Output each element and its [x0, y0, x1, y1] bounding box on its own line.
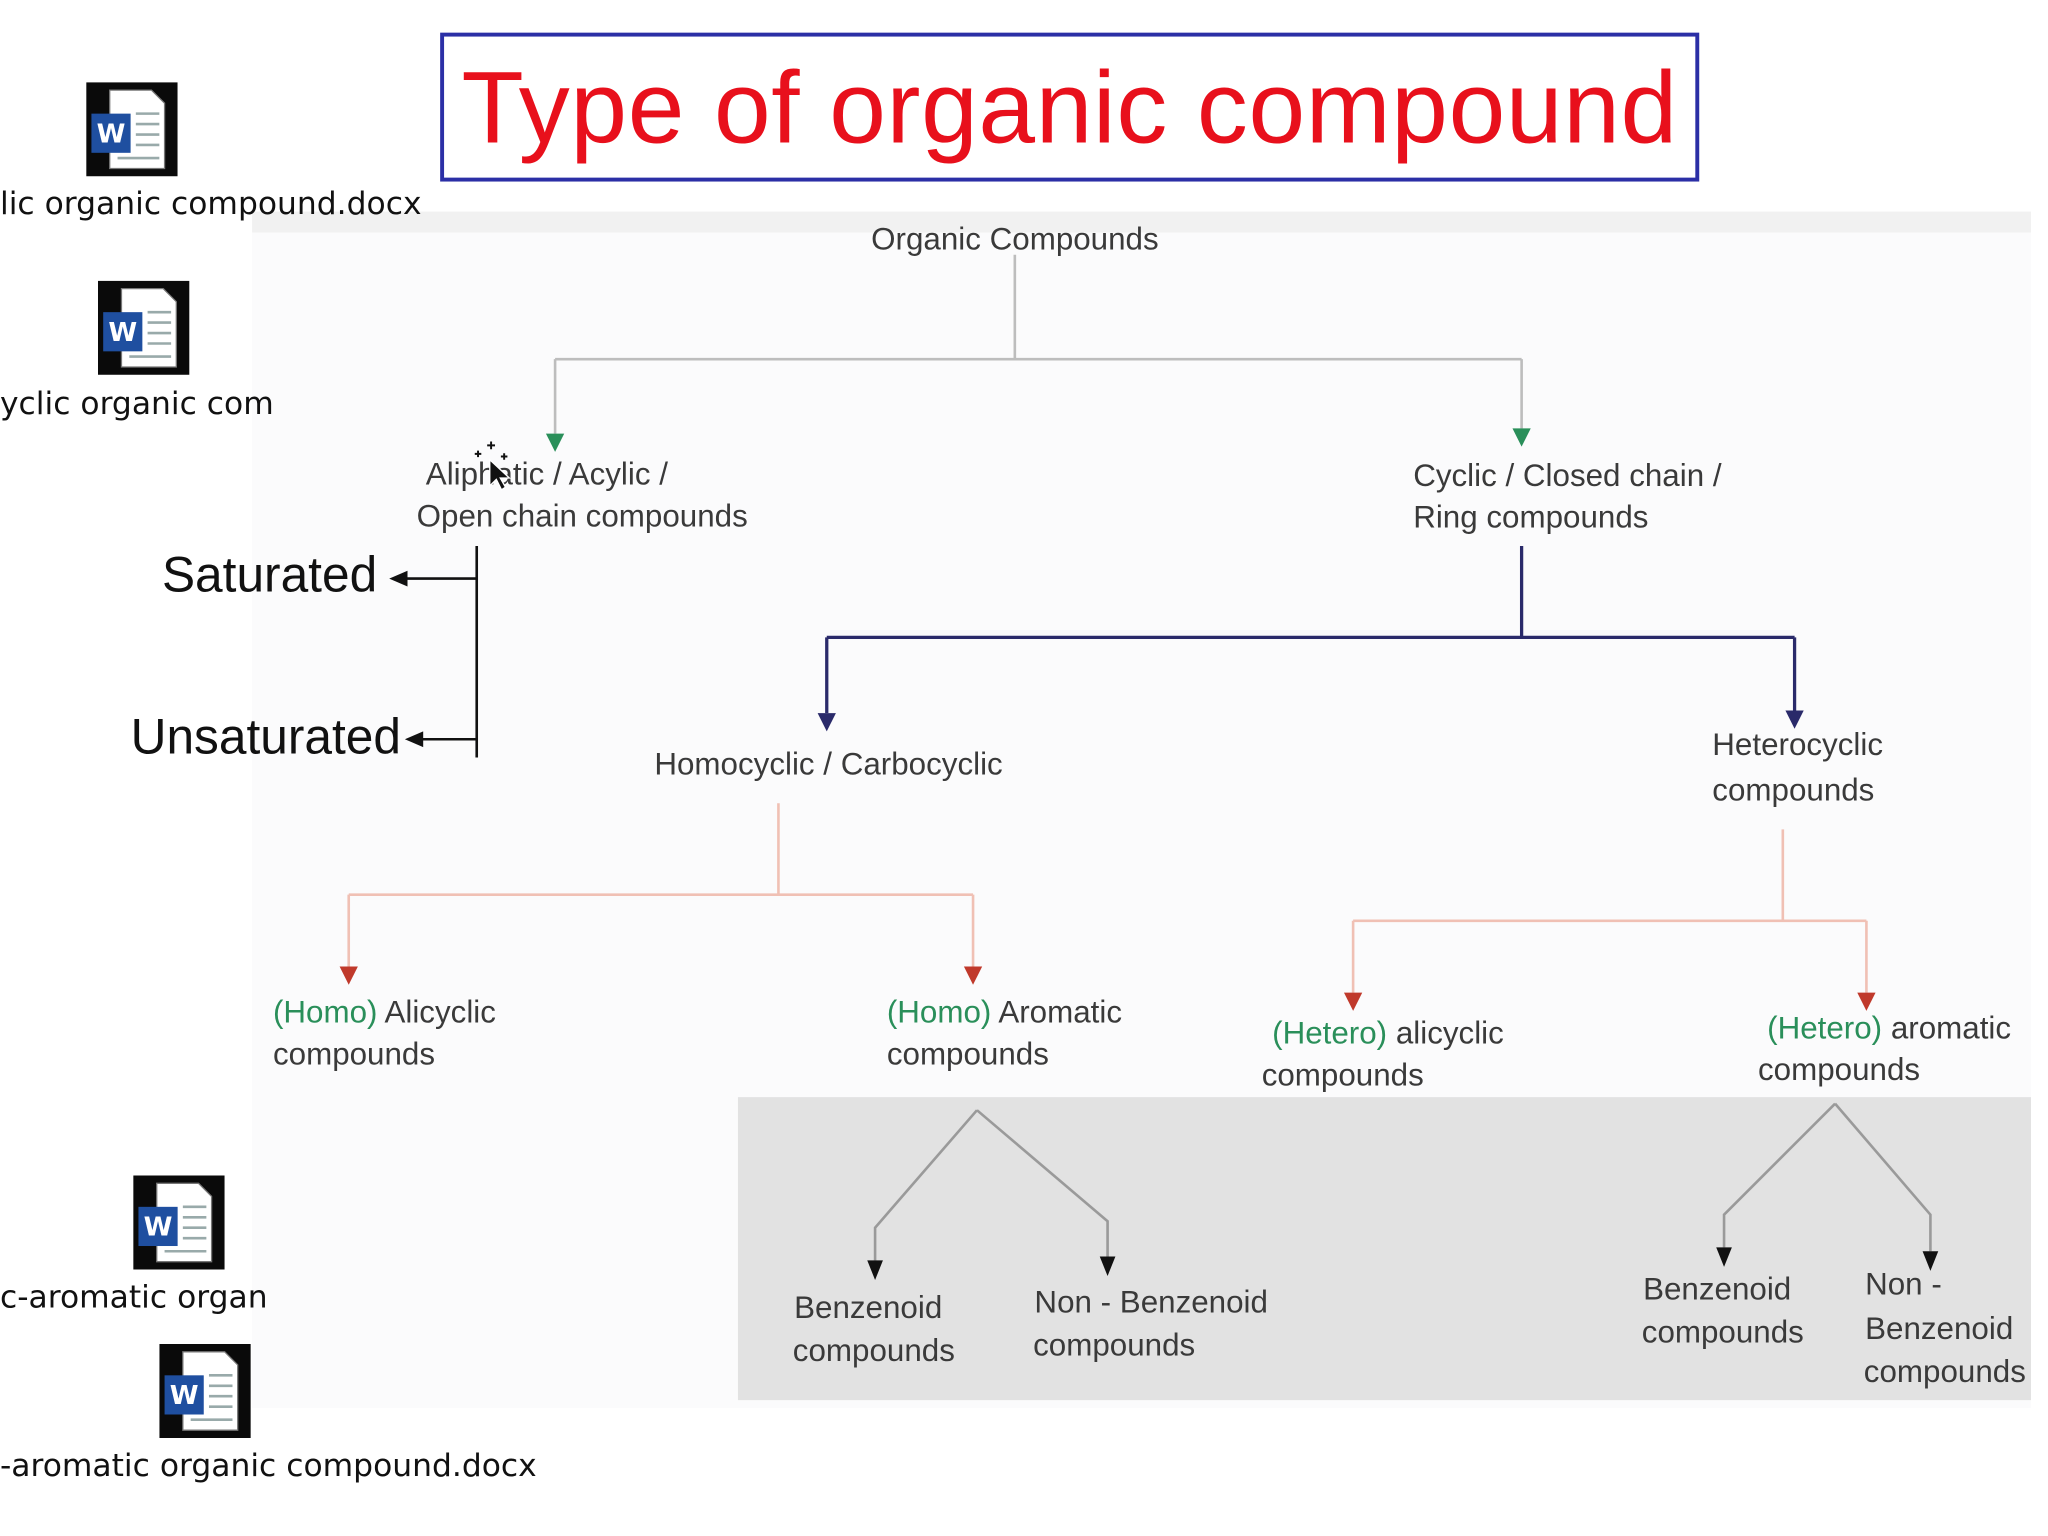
desktop-file-1[interactable]: W	[86, 82, 178, 183]
node-benzenoid-left-line1: Benzenoid	[794, 1290, 943, 1326]
node-hetero-aromatic-line1: (Hetero) aromatic	[1767, 1008, 2011, 1050]
desktop-file-3[interactable]: W	[133, 1175, 225, 1276]
node-homo-aromatic-line1: (Homo) Aromatic	[887, 993, 1122, 1035]
node-homo-alicyclic-line1: (Homo) Alicyclic	[273, 993, 496, 1035]
hetero-prefix: (Hetero)	[1767, 1010, 1883, 1047]
node-heterocyclic-line2: compounds	[1712, 773, 1875, 809]
alicyclic-text: alicyclic	[1387, 1016, 1504, 1052]
node-hetero-alicyclic-line2: compounds	[1261, 1057, 1424, 1094]
title-box: Type of organic compound	[440, 32, 1700, 182]
slide-title: Type of organic compound	[461, 48, 1678, 164]
aromatic-text: aromatic	[1882, 1010, 2012, 1047]
node-homo-aromatic-line2: compounds	[886, 1037, 1049, 1073]
node-aliphatic-line1: Aliphatic / Acylic /	[425, 457, 668, 493]
red-arrow-head	[339, 966, 358, 985]
black-arrow-head	[1922, 1251, 1939, 1271]
desktop-file-4[interactable]: W	[159, 1343, 251, 1445]
unsaturated-arrow-head	[404, 731, 424, 748]
navy-arrow-head	[1785, 710, 1804, 729]
node-heterocyclic-line1: Heterocyclic	[1712, 727, 1884, 763]
node-non-benzenoid-left-line2: compounds	[1033, 1328, 1196, 1364]
word-document-icon: W	[97, 280, 190, 375]
black-arrow-head	[1716, 1247, 1732, 1267]
node-hetero-alicyclic-line1: (Hetero) alicyclic	[1272, 1014, 1504, 1056]
node-non-benzenoid-right-line2: Benzenoid	[1865, 1311, 2014, 1347]
hetero-prefix: (Hetero)	[1272, 1016, 1388, 1052]
homo-prefix: (Homo)	[886, 995, 992, 1031]
black-arrow-head	[1099, 1256, 1116, 1277]
red-arrow-head	[1343, 992, 1363, 1011]
green-arrow-head	[545, 433, 565, 452]
aromatic-text: Aromatic	[991, 995, 1123, 1031]
node-benzenoid-left-line2: compounds	[792, 1333, 955, 1369]
navy-arrow-head	[817, 713, 836, 732]
red-arrow-head	[1857, 992, 1876, 1011]
node-aliphatic-line2: Open chain compounds	[416, 498, 748, 535]
node-non-benzenoid-left-line1: Non - Benzenoid	[1034, 1285, 1268, 1321]
svg-text:W: W	[108, 318, 137, 348]
node-cyclic-line1: Cyclic / Closed chain /	[1413, 458, 1722, 494]
svg-text:W: W	[144, 1213, 173, 1243]
word-document-icon: W	[159, 1343, 251, 1439]
saturated-label: Saturated	[161, 548, 378, 604]
desktop-file-3-label[interactable]: c-aromatic organ	[0, 1278, 268, 1316]
gray-highlight-box	[737, 1097, 2031, 1401]
alicyclic-text: Alicyclic	[377, 995, 496, 1031]
unsaturated-label: Unsaturated	[130, 710, 401, 766]
black-arrow-head	[867, 1260, 883, 1280]
node-cyclic-line2: Ring compounds	[1413, 500, 1649, 536]
node-homocyclic: Homocyclic / Carbocyclic	[654, 747, 1003, 783]
svg-text:W: W	[170, 1381, 199, 1411]
desktop-file-2-label[interactable]: yclic organic com	[0, 385, 274, 422]
node-homo-alicyclic-line2: compounds	[272, 1037, 436, 1073]
desktop-file-1-label[interactable]: lic organic compound.docx	[0, 185, 422, 223]
word-document-icon: W	[133, 1175, 225, 1270]
node-benzenoid-right-line1: Benzenoid	[1643, 1272, 1792, 1308]
svg-text:W: W	[97, 119, 126, 149]
red-arrow-head	[963, 966, 983, 985]
panel-top-strip	[252, 211, 2031, 233]
node-non-benzenoid-right-line3: compounds	[1863, 1354, 2026, 1390]
homo-prefix: (Homo)	[272, 995, 378, 1031]
node-non-benzenoid-right-line1: Non -	[1865, 1266, 1942, 1303]
word-document-icon: W	[86, 82, 178, 177]
desktop-file-4-label[interactable]: -aromatic organic compound.docx	[0, 1447, 537, 1484]
node-benzenoid-right-line2: compounds	[1641, 1315, 1804, 1351]
node-organic-compounds: Organic Compounds	[871, 222, 1159, 258]
saturated-arrow-head	[389, 570, 408, 587]
node-hetero-aromatic-line2: compounds	[1758, 1052, 1921, 1088]
cursor-icon	[474, 441, 512, 491]
green-arrow-head	[1512, 428, 1531, 447]
desktop-file-2[interactable]: W	[97, 280, 190, 382]
